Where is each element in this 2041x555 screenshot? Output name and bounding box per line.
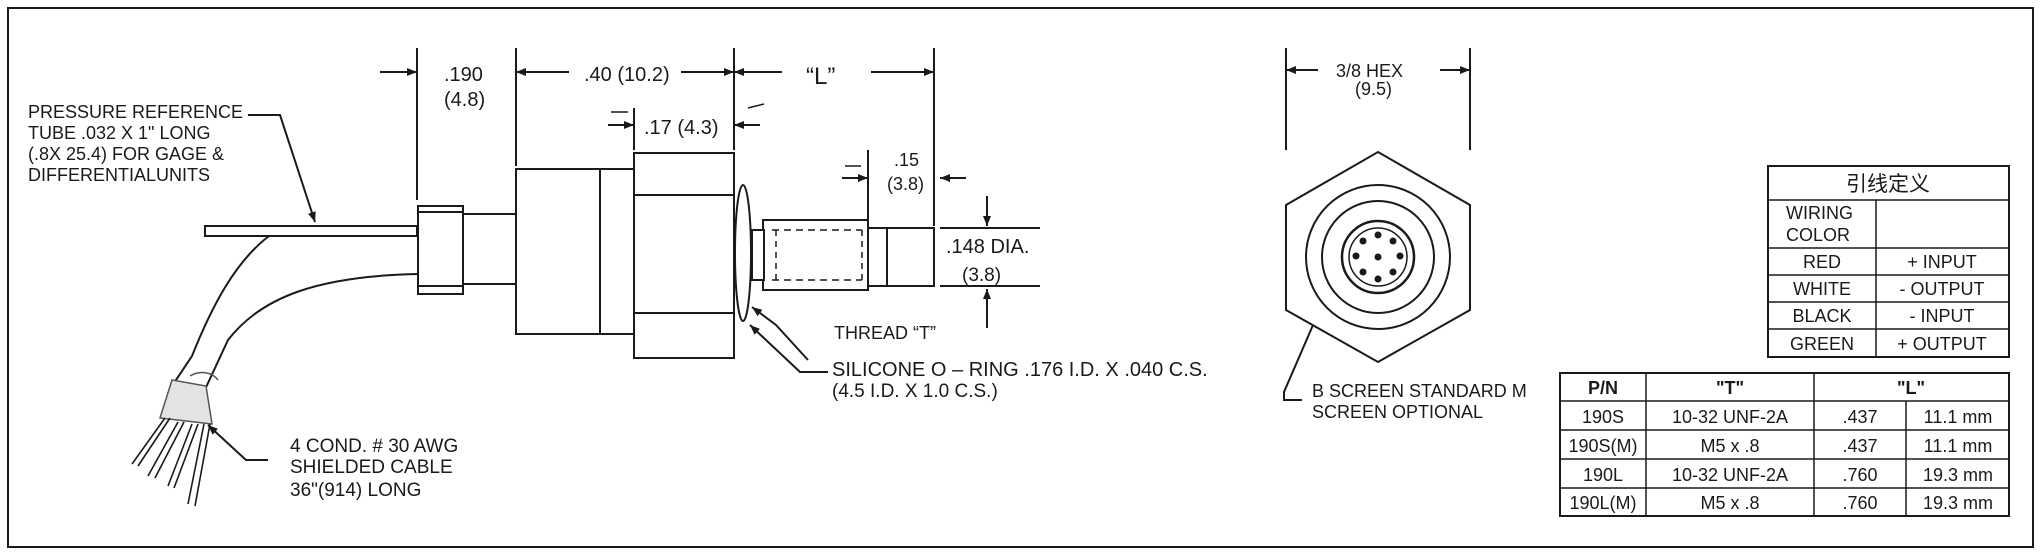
pn-row-thread: M5 x .8 (1700, 493, 1759, 513)
pn-header-pn: P/N (1588, 378, 1618, 398)
dim-15-mm: (3.8) (887, 174, 924, 194)
hex-dim: 3/8 HEX (1336, 61, 1403, 81)
pressure-reference-tube (204, 225, 418, 237)
sensor-tip (867, 227, 935, 287)
end-circle-outer (1305, 184, 1451, 330)
wiring-row-color: WHITE (1793, 279, 1851, 299)
pn-header-l: "L" (1897, 378, 1925, 398)
dim-17: .17 (4.3) (644, 117, 718, 139)
dim-dia-mm: (3.8) (962, 265, 1001, 286)
cable-label-2: SHIELDED CABLE (290, 457, 453, 478)
pn-row-length-in: .760 (1842, 493, 1877, 513)
hex-section (633, 152, 735, 359)
pn-row-length-mm: 11.1 mm (1924, 436, 1993, 456)
pn-row-length-mm: 19.3 mm (1923, 493, 1993, 513)
dim-190-mm: (4.8) (444, 89, 485, 111)
wiring-row-color: GREEN (1790, 334, 1854, 354)
pn-row-thread: 10-32 UNF-2A (1672, 407, 1788, 427)
wiring-row-color: RED (1803, 252, 1841, 272)
cable (171, 235, 270, 387)
pn-row-length-mm: 19.3 mm (1923, 465, 1993, 485)
pressure-ref-label-4: DIFFERENTIALUNITS (28, 165, 210, 185)
pn-row-thread: M5 x .8 (1700, 436, 1759, 456)
pn-row-length-in: .437 (1842, 407, 1877, 427)
dim-dia: .148 DIA. (946, 236, 1029, 258)
drawing-frame (7, 7, 2034, 548)
pn-row-length-mm: 11.1 mm (1924, 407, 1993, 427)
wiring-header-1: WIRING (1786, 203, 1853, 223)
o-ring (734, 184, 752, 322)
wiring-row-function: - INPUT (1910, 306, 1975, 326)
pn-row-length-in: .437 (1842, 436, 1877, 456)
screen-label-1: B SCREEN STANDARD M (1312, 381, 1527, 401)
pn-table: P/N "T" "L" 190S 10-32 UNF-2A .437 11.1 mm 1… (1559, 372, 2010, 517)
pn-row-length-in: .760 (1842, 465, 1877, 485)
thread-label: THREAD “T” (834, 323, 936, 343)
dimension-lines (380, 48, 1471, 328)
dim-15: .15 (894, 150, 919, 170)
hex-dim-mm: (9.5) (1355, 79, 1392, 99)
wiring-row-function: + INPUT (1907, 252, 1977, 272)
oring-label-1: SILICONE O – RING .176 I.D. X .040 C.S. (832, 359, 1208, 381)
screen-label-2: SCREEN OPTIONAL (1312, 402, 1483, 422)
dim-190: .190 (444, 64, 483, 86)
cable-wires (131, 417, 211, 507)
oring-label-2: (4.5 I.D. X 1.0 C.S.) (832, 381, 998, 402)
sensor-body (515, 168, 635, 335)
wiring-header-2: COLOR (1786, 225, 1850, 245)
pn-row-pn: 190L(M) (1569, 493, 1636, 513)
cable-label-1: 4 COND. # 30 AWG (290, 436, 458, 457)
pn-row-thread: 10-32 UNF-2A (1672, 465, 1788, 485)
cable-shield-band (159, 379, 213, 425)
wiring-table-title: 引线定义 (1846, 173, 1930, 196)
dim-40: .40 (10.2) (584, 64, 670, 86)
drawing-labels: PRESSURE REFERENCE TUBE .032 X 1" LONG (… (28, 61, 1527, 501)
pressure-ref-label-1: PRESSURE REFERENCE (28, 102, 243, 122)
thread-section (762, 219, 869, 291)
end-view (1285, 150, 1471, 364)
dim-l: “L” (806, 63, 835, 90)
pressure-ref-label-3: (.8X 25.4) FOR GAGE & (28, 144, 224, 164)
pressure-ref-label-2: TUBE .032 X 1" LONG (28, 123, 210, 143)
wiring-row-function: - OUTPUT (1900, 279, 1985, 299)
wiring-row-function: + OUTPUT (1897, 334, 1987, 354)
pn-row-pn: 190L (1583, 465, 1623, 485)
strain-relief (417, 205, 464, 295)
side-view (131, 152, 935, 507)
screen-holes (1352, 231, 1404, 283)
pn-row-pn: 190S(M) (1568, 436, 1637, 456)
pn-header-t: "T" (1716, 378, 1744, 398)
wiring-table: 引线定义 WIRING COLOR RED + INPUT WHITE - OUTPU… (1767, 165, 2010, 358)
cable-label-3: 36"(914) LONG (290, 480, 421, 501)
pn-row-pn: 190S (1582, 407, 1624, 427)
wiring-row-color: BLACK (1792, 306, 1851, 326)
screen (1340, 219, 1416, 295)
